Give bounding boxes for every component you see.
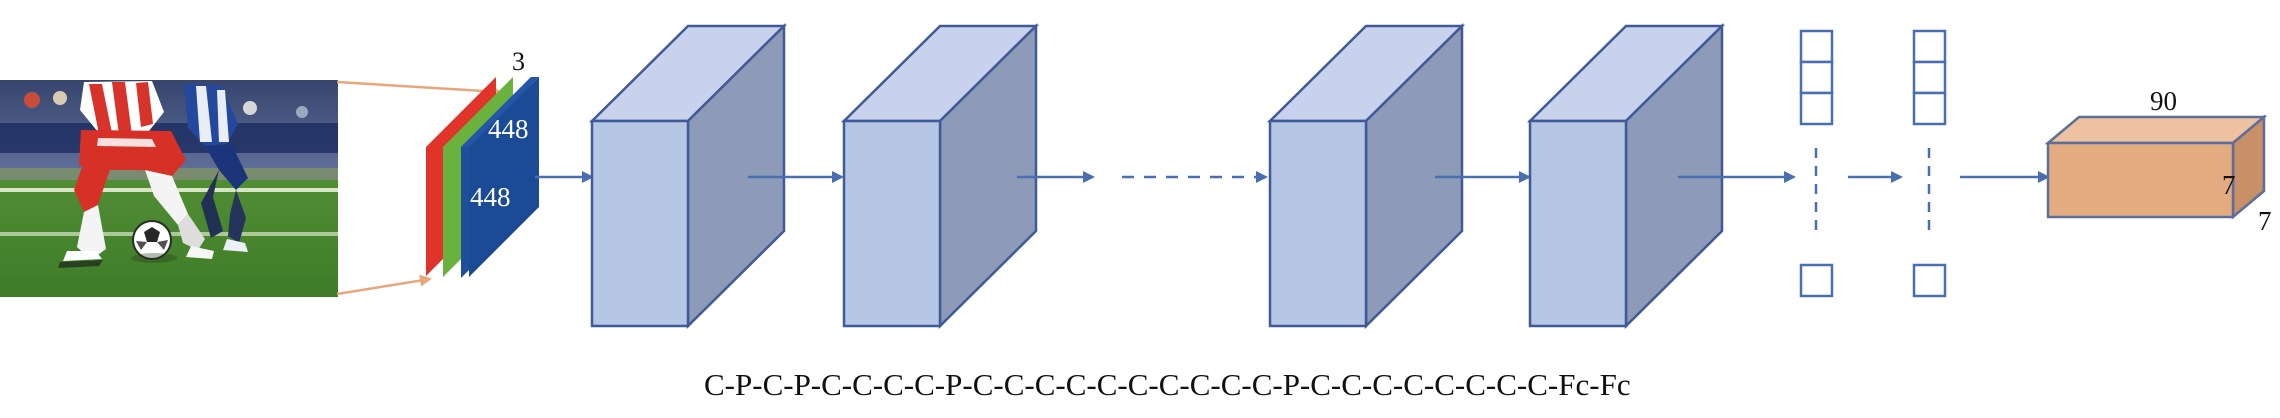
input-width-label: 448 [470,182,511,212]
fully-connected-layer-1 [1801,31,1832,296]
fully-connected-layer-2 [1914,31,1945,296]
input-channels: 3 448 448 [426,47,539,278]
input-height-label: 448 [488,114,529,144]
output-height-label: 7 [2222,170,2236,200]
output-width-label: 7 [2258,206,2272,236]
image-to-layer-bottom-arrow [337,279,430,294]
conv-block-2 [844,26,1036,326]
architecture-sequence-label: C-P-C-P-C-C-C-C-P-C-C-C-C-C-C-C-C-C-C-P-… [704,367,1631,402]
image-to-layer-top-arrow [337,82,500,92]
conv-block-3 [1270,26,1462,326]
input-channels-label: 3 [512,47,525,76]
output-depth-label: 90 [2150,86,2177,116]
input-image [0,80,338,297]
output-tensor: 90 7 7 [2048,86,2272,236]
